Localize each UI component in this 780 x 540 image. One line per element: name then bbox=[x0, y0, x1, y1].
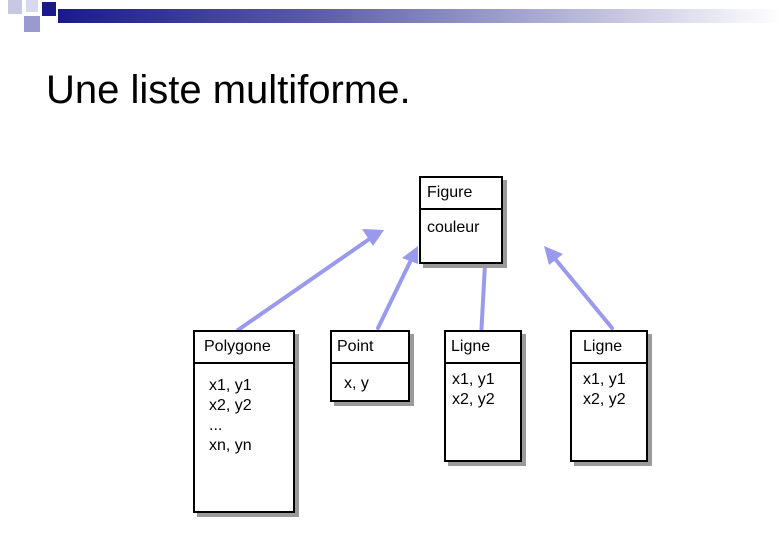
decor-square-4 bbox=[26, 0, 38, 12]
page-title: Une liste multiforme. bbox=[46, 68, 411, 112]
header-decoration bbox=[8, 0, 780, 32]
ligne-class-name-1: Ligne bbox=[446, 332, 520, 364]
point-class-attributes: x, y bbox=[344, 375, 369, 392]
ligne-class-attributes-1: x1, y1 x2, y2 bbox=[452, 371, 495, 408]
point-class-box: Point x, y bbox=[330, 330, 410, 402]
decor-square-2 bbox=[24, 16, 40, 32]
arrow-point-to-figure bbox=[376, 246, 418, 330]
ligne-class-box-2: Ligne x1, y1 x2, y2 bbox=[570, 330, 648, 462]
polygone-class-name: Polygone bbox=[195, 332, 293, 364]
polygone-class-box: Polygone x1, y1 x2, y2 ... xn, yn bbox=[193, 330, 295, 513]
polygone-class-attributes: x1, y1 x2, y2 ... xn, yn bbox=[209, 377, 252, 454]
point-class-name: Point bbox=[332, 332, 408, 364]
ligne-class-attributes-2: x1, y1 x2, y2 bbox=[583, 371, 626, 408]
ligne-class-box-1: Ligne x1, y1 x2, y2 bbox=[444, 330, 522, 462]
decor-square-1 bbox=[8, 0, 22, 14]
figure-class-box: Figure couleur bbox=[419, 176, 503, 264]
ligne-class-name-2: Ligne bbox=[572, 332, 646, 364]
arrow-ligne2-to-figure bbox=[544, 246, 614, 330]
figure-class-attribute: couleur bbox=[427, 219, 480, 236]
decor-square-3 bbox=[42, 2, 56, 16]
arrow-polygone-to-figure bbox=[236, 229, 384, 332]
figure-class-name: Figure bbox=[421, 178, 501, 210]
